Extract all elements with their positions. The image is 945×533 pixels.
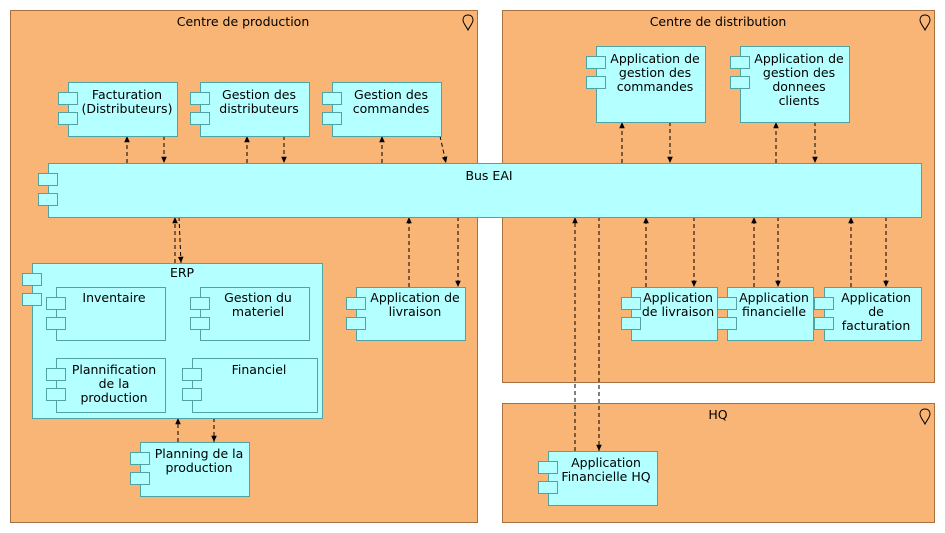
- component-label: Application de: [754, 51, 844, 66]
- component-label: Application: [571, 455, 641, 470]
- location-pin-icon: [919, 408, 931, 426]
- component-label: (Distributeurs): [82, 101, 173, 116]
- component-label: Gestion des: [354, 87, 428, 102]
- component-label: Application de: [610, 51, 700, 66]
- component-label: de: [868, 304, 884, 319]
- component-icon: [38, 173, 58, 206]
- component-icon: [621, 297, 641, 330]
- component-label: gestion des: [619, 65, 691, 80]
- component-label: Inventaire: [82, 290, 146, 305]
- location-production-label: Centre de production: [177, 14, 310, 29]
- component-label: donnees: [772, 79, 825, 94]
- component-label: Plannification: [72, 362, 156, 377]
- component-label: Application de: [370, 290, 460, 305]
- component-label: production: [165, 460, 232, 475]
- component-bus-eai[interactable]: Bus EAI: [38, 163, 922, 218]
- component-financiel[interactable]: Financiel: [182, 358, 318, 413]
- component-icon: [22, 273, 42, 306]
- component-icon: [58, 92, 78, 125]
- component-label: Financiel: [232, 362, 287, 377]
- component-label: financielle: [742, 304, 806, 319]
- component-label: Bus EAI: [465, 168, 512, 183]
- component-facturation-distributeurs[interactable]: Facturation(Distributeurs): [58, 82, 178, 137]
- component-label: gestion des: [763, 65, 835, 80]
- component-label: de livraison: [642, 304, 714, 319]
- component-label: commandes: [353, 101, 430, 116]
- component-icon: [814, 297, 834, 330]
- location-pin-icon: [462, 14, 474, 32]
- flow-bus-to-erp: [177, 216, 184, 264]
- component-icon: [190, 297, 210, 330]
- component-label: ERP: [170, 265, 195, 280]
- flow-gestion-commandes-to-bus: [439, 135, 448, 164]
- component-icon: [538, 461, 558, 494]
- component-label: Financielle HQ: [561, 469, 650, 484]
- component-icon: [190, 92, 210, 125]
- location-pin-icon: [919, 14, 931, 32]
- component-inventaire[interactable]: Inventaire: [46, 287, 166, 341]
- component-label: livraison: [389, 304, 442, 319]
- component-label: Gestion des: [222, 87, 296, 102]
- component-icon: [586, 56, 606, 89]
- component-label: clients: [779, 93, 820, 108]
- component-label: distributeurs: [219, 101, 298, 116]
- component-label: Gestion du: [224, 290, 292, 305]
- component-icon: [717, 297, 737, 330]
- component-label: Facturation: [92, 87, 162, 102]
- component-label: production: [80, 390, 147, 405]
- component-label: commandes: [617, 79, 694, 94]
- component-icon: [182, 368, 202, 401]
- location-hq-label: HQ: [708, 407, 727, 422]
- component-icon: [46, 297, 66, 330]
- component-label: facturation: [842, 318, 911, 333]
- component-icon: [346, 297, 366, 330]
- connections: [124, 122, 889, 451]
- component-label: Application: [739, 290, 809, 305]
- component-label: de la: [99, 376, 130, 391]
- component-icon: [730, 56, 750, 89]
- location-distribution-label: Centre de distribution: [650, 14, 787, 29]
- component-label: Application: [643, 290, 713, 305]
- component-icon: [322, 92, 342, 125]
- component-icon: [130, 452, 150, 485]
- component-label: Planning de la: [155, 446, 244, 461]
- component-label: materiel: [232, 304, 284, 319]
- component-icon: [46, 368, 66, 401]
- component-label: Application: [841, 290, 911, 305]
